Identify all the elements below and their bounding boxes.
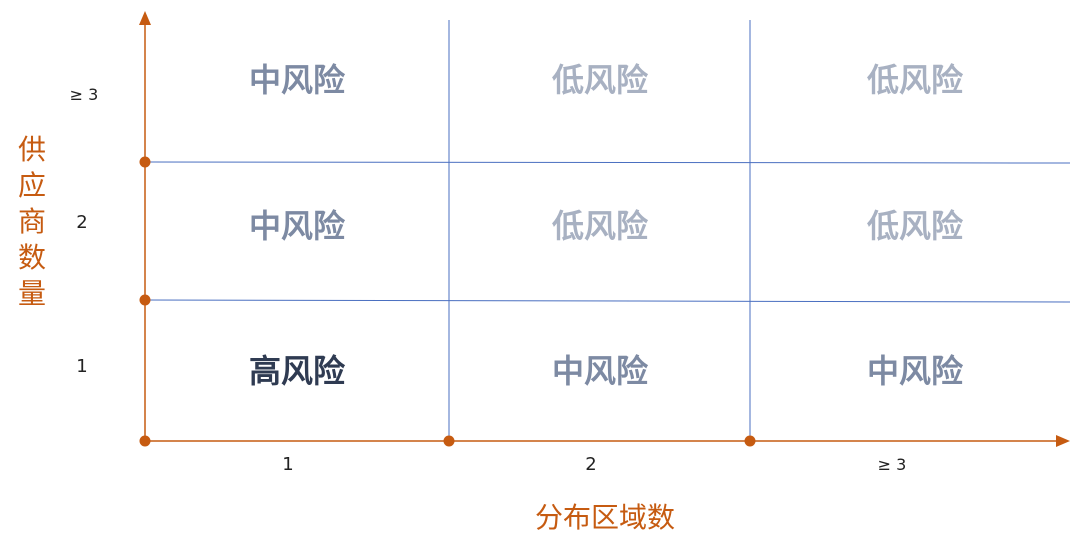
risk-cell-r2-c3: 低风险 <box>867 207 964 245</box>
axis-dot-origin <box>139 435 151 447</box>
grid-line-horizontal-2 <box>144 299 1071 303</box>
y-axis-title-char: 供 <box>17 133 46 166</box>
x-tick-label-2: 2 <box>585 454 596 475</box>
axis-dot-y-2 <box>139 156 151 168</box>
risk-cell-r1-c2: 低风险 <box>552 61 649 99</box>
y-axis-title-char: 商 <box>17 205 46 238</box>
y-axis-title-char: 量 <box>17 277 46 310</box>
risk-cell-r2-c2: 低风险 <box>552 207 649 245</box>
risk-cell-r2-c1: 中风险 <box>249 207 346 245</box>
x-axis-title: 分布区域数 <box>535 501 675 534</box>
grid-line-horizontal-1 <box>144 161 1071 164</box>
y-axis-title-char: 数 <box>17 241 46 274</box>
risk-cell-r3-c1: 高风险 <box>249 352 346 390</box>
y-axis-arrow <box>139 11 151 25</box>
risk-cell-r3-c2: 中风险 <box>552 352 649 390</box>
risk-cell-r3-c3: 中风险 <box>867 352 964 390</box>
y-axis-title-char: 应 <box>17 169 46 202</box>
axis-dot-x-1 <box>443 435 455 447</box>
axes <box>139 11 1070 447</box>
y-tick-label-1: 1 <box>76 356 87 377</box>
y-tick-label-2: 2 <box>76 212 87 233</box>
x-axis-arrow <box>1056 435 1070 447</box>
grid-lines <box>144 20 1071 441</box>
risk-cell-r1-c3: 低风险 <box>867 61 964 99</box>
x-tick-label-1: 1 <box>282 454 293 475</box>
y-axis-title: 供 应 商 数 量 <box>14 132 50 312</box>
x-tick-label-3: ≥ 3 <box>878 455 907 474</box>
risk-cell-r1-c1: 中风险 <box>249 61 346 99</box>
y-tick-label-3: ≥ 3 <box>70 85 99 104</box>
axis-dot-y-1 <box>139 294 151 306</box>
axis-dot-x-2 <box>744 435 756 447</box>
